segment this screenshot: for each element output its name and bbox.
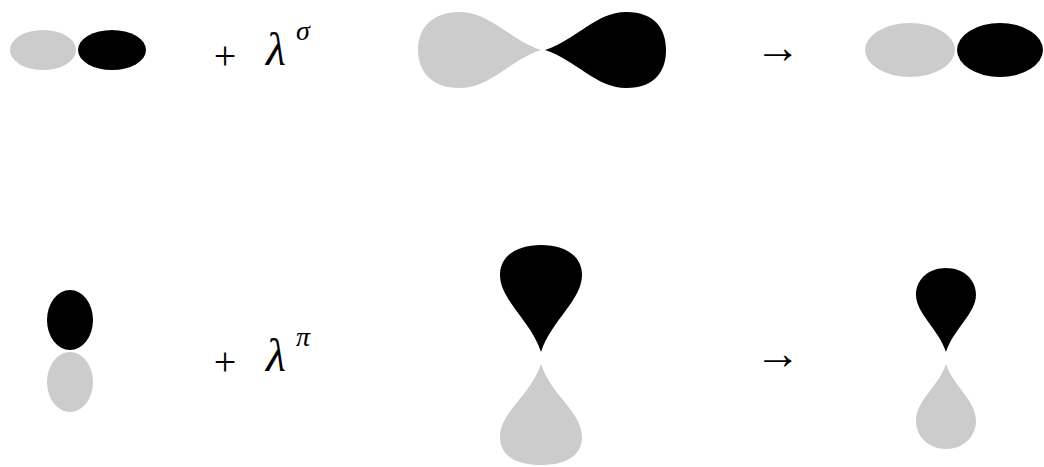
result-lobe <box>916 364 976 449</box>
p-orbital-lobe <box>47 352 93 412</box>
p-orbital-lobe <box>10 30 76 70</box>
p-orbital-lobe <box>78 30 146 70</box>
orbital-lobe <box>500 364 582 465</box>
symbol-lambda: λ <box>266 333 286 379</box>
plus-sign: + <box>214 342 237 382</box>
orbital-lobe <box>545 12 666 88</box>
result-lobe <box>865 23 955 77</box>
superscript-sigma: σ <box>296 17 310 45</box>
plus-sign: + <box>214 36 237 76</box>
reaction-arrow: → <box>755 331 801 377</box>
reaction-arrow: → <box>755 25 801 71</box>
orbital-lobe <box>418 12 541 88</box>
orbital-lobe <box>500 245 582 352</box>
symbol-lambda: λ <box>266 27 286 73</box>
p-orbital-lobe <box>47 290 93 350</box>
result-lobe <box>916 268 976 352</box>
result-lobe <box>957 23 1043 77</box>
superscript-pi: π <box>296 323 310 351</box>
